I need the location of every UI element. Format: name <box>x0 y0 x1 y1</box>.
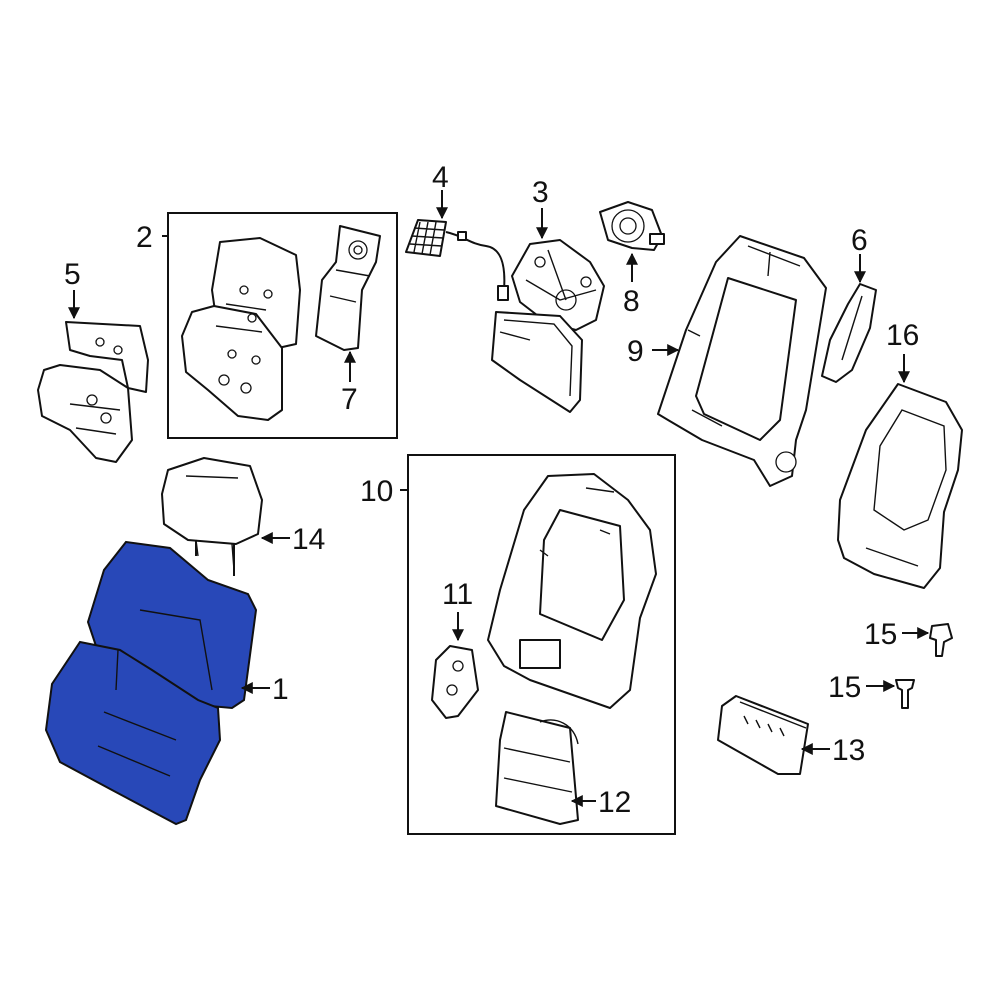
callout-6: 6 <box>851 224 868 257</box>
callout-11: 11 <box>442 578 473 611</box>
part-9-back-frame[interactable] <box>657 235 827 487</box>
part-1-seat-cover[interactable] <box>44 540 258 826</box>
callout-8: 8 <box>623 285 640 318</box>
seat-cushion-cover[interactable] <box>44 640 222 826</box>
part-8-fan[interactable] <box>599 201 665 251</box>
callout-2: 2 <box>136 221 153 254</box>
group-box-10 <box>407 454 676 835</box>
part-11-lumbar-control[interactable] <box>431 645 479 719</box>
callout-4: 4 <box>432 161 449 194</box>
callout-13: 13 <box>832 734 865 767</box>
part-14-headrest[interactable] <box>161 457 263 576</box>
callout-1: 1 <box>272 673 289 706</box>
part-15-clip-upper[interactable] <box>929 623 953 657</box>
part-7-seat-panel[interactable] <box>315 225 381 351</box>
callout-14: 14 <box>292 523 325 556</box>
callout-10: 10 <box>360 475 393 508</box>
part-6-side-bolster[interactable] <box>821 283 877 383</box>
callout-15-upper: 15 <box>864 618 897 651</box>
part-4-heater-mat[interactable] <box>405 219 509 301</box>
part-13-control-module[interactable] <box>717 695 809 775</box>
part-2-cushion-pad[interactable] <box>181 237 301 421</box>
group-box-2 <box>167 212 398 439</box>
callout-3: 3 <box>532 176 549 209</box>
callout-15-lower: 15 <box>828 671 861 704</box>
part-3-lumbar-assembly[interactable] <box>491 239 605 413</box>
callout-9: 9 <box>627 335 644 368</box>
callout-5: 5 <box>64 258 81 291</box>
part-12-lumbar-support[interactable] <box>495 711 579 825</box>
callout-7: 7 <box>341 383 358 416</box>
part-16-back-cover[interactable] <box>837 383 963 589</box>
part-5-back-panel[interactable] <box>37 321 149 463</box>
callout-16: 16 <box>886 319 919 352</box>
callout-12: 12 <box>598 786 631 819</box>
part-10-frame[interactable] <box>487 473 657 709</box>
part-15-clip-lower[interactable] <box>895 679 915 709</box>
